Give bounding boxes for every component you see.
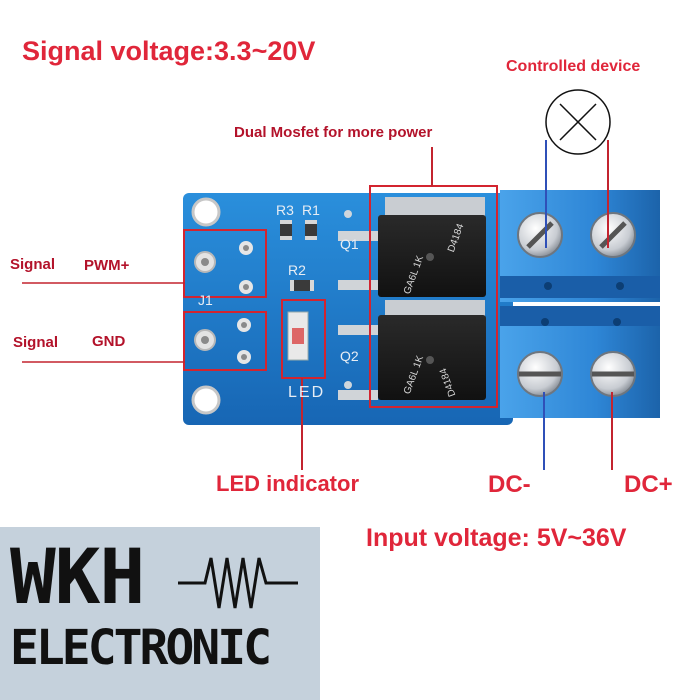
input-voltage-label: Input voltage: 5V~36V (366, 524, 627, 552)
silk-r3: R3 (276, 202, 294, 218)
dc-plus-label: DC+ (624, 471, 673, 498)
silk-j1: J1 (198, 292, 213, 308)
silk-r2: R2 (288, 262, 306, 278)
led-die (292, 328, 304, 344)
mounting-holes (191, 197, 221, 415)
logo-line2: ELECTRONIC (10, 620, 272, 676)
dual-mosfet-label: Dual Mosfet for more power (234, 124, 433, 141)
lamp-symbol-icon (545, 89, 611, 155)
gnd-header-box (183, 311, 267, 371)
logo-line1: WKH (10, 532, 145, 621)
terminal-block-bottom (500, 306, 660, 418)
led-highlight-box (281, 299, 326, 379)
controlled-device-label: Controlled device (506, 58, 641, 75)
mosfet-q1 (338, 197, 486, 297)
signal-gnd-label: Signal (13, 334, 59, 351)
silk-led: LED (288, 384, 326, 401)
terminal-block-top (500, 190, 660, 302)
dc-minus-label: DC- (488, 471, 531, 498)
silk-q1: Q1 (340, 236, 359, 252)
mosfet-highlight-box (369, 185, 498, 408)
gnd-label: GND (92, 333, 126, 350)
pin-header-pads (194, 241, 253, 364)
pwm-header-box (183, 229, 267, 298)
silk-r1: R1 (302, 202, 320, 218)
signal-pwm-label: Signal (10, 256, 56, 273)
silk-q2: Q2 (340, 348, 359, 364)
pwm-plus-label: PWM+ (84, 257, 130, 274)
mosfet-q2 (338, 300, 486, 400)
smd-resistors (280, 220, 317, 291)
led-indicator-label: LED indicator (216, 471, 360, 496)
logo-panel (0, 527, 320, 700)
signal-voltage-label: Signal voltage:3.3~20V (22, 36, 316, 66)
annotation-lines (22, 147, 613, 470)
